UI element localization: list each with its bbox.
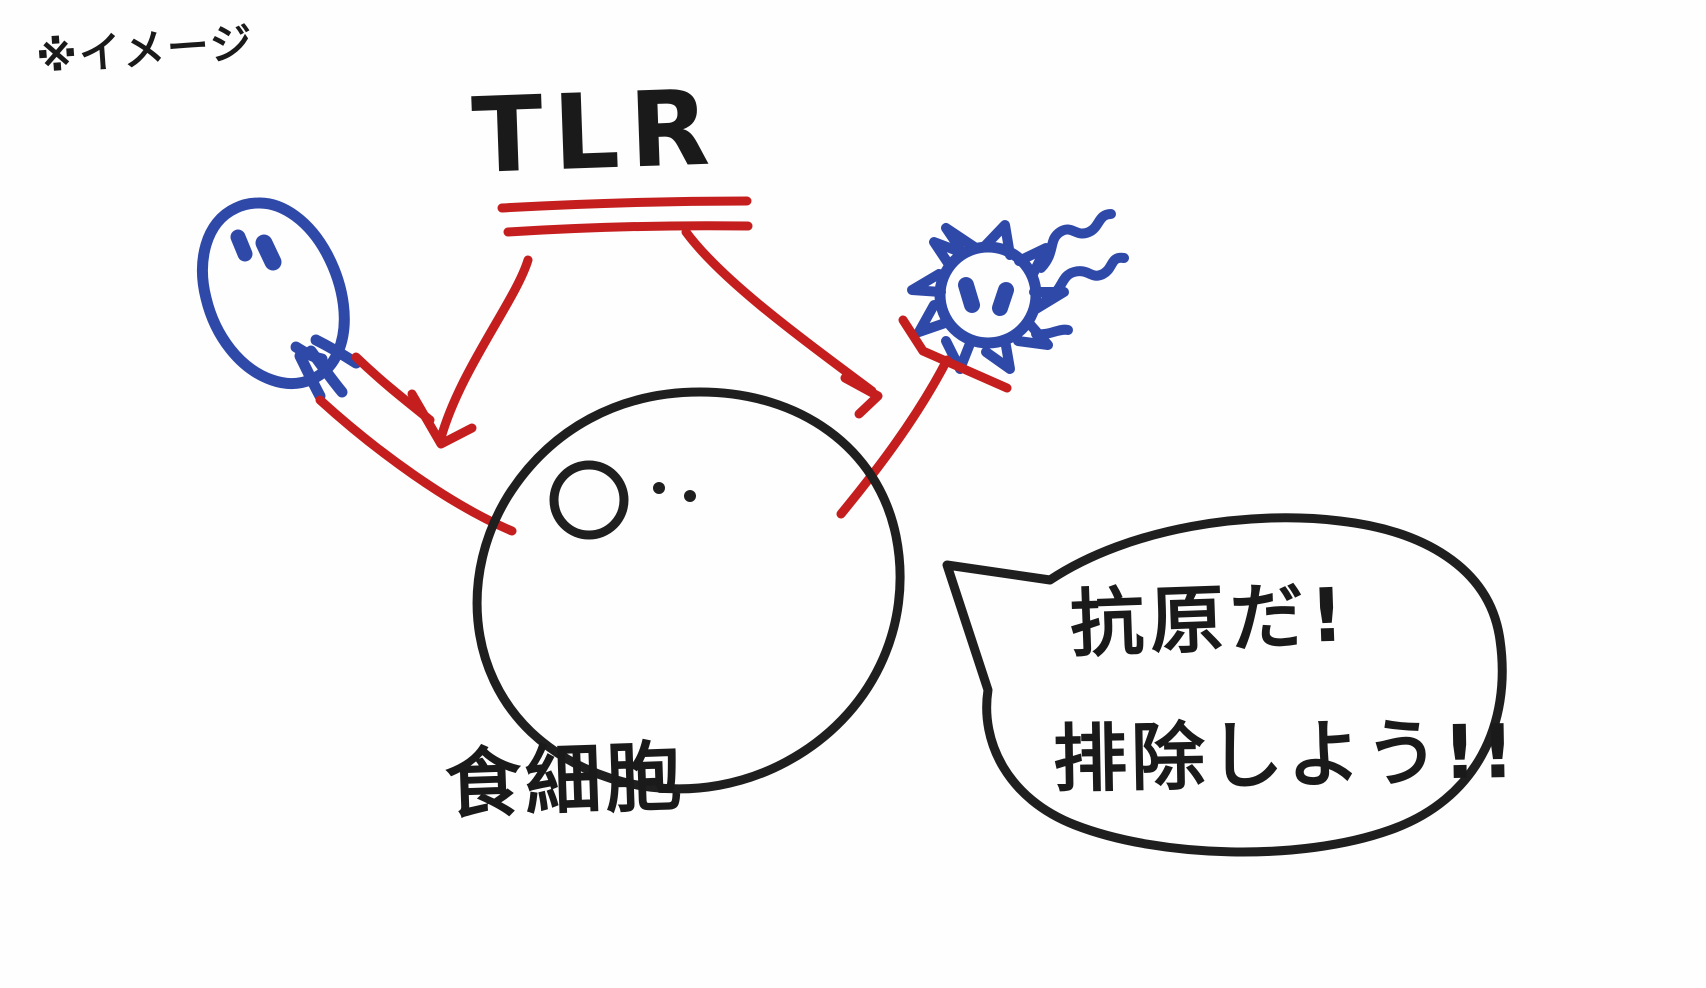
arrow-bacterium-to-cell xyxy=(315,352,517,536)
phagocyte-granule-1-icon xyxy=(653,482,665,494)
phagocyte-figure xyxy=(472,387,905,794)
speech-balloon-outline xyxy=(942,513,1507,857)
phagocyte-granule-2-icon xyxy=(684,490,696,502)
speech-balloon xyxy=(942,513,1507,857)
virus-figure xyxy=(907,209,1129,374)
bacterium-flagellum-3-icon xyxy=(294,350,326,402)
phagocyte-label: 食細胞 xyxy=(443,731,687,829)
arrow-virus-to-cell xyxy=(836,315,1012,519)
phagocyte-outline xyxy=(472,387,905,794)
tlr-label: TLR xyxy=(470,66,722,197)
virus-eye-right-icon xyxy=(992,282,1014,316)
bacterium-figure xyxy=(197,197,362,402)
arrowhead-tlr-right-icon xyxy=(840,373,883,419)
virus-tail-3-icon xyxy=(1031,324,1073,340)
arrow-tlr-to-cell-right xyxy=(681,227,883,419)
bacterium-flagellum-4-icon xyxy=(290,341,328,365)
speech-line-2: 排除しよう!! xyxy=(1052,708,1520,803)
phagocyte-nucleus-icon xyxy=(549,460,629,540)
tlr-underline-bottom xyxy=(503,221,753,237)
virus-tail-1-icon xyxy=(1036,209,1116,273)
virus-tail-2-icon xyxy=(1041,252,1129,305)
tlr-underline-top xyxy=(497,196,752,213)
bacterium-flagellum-1-icon xyxy=(310,334,362,369)
bacterium-eye-left-icon xyxy=(230,229,253,262)
speech-line-1: 抗原だ! xyxy=(1068,572,1352,668)
tlr-underline xyxy=(497,196,753,237)
bacterium-eye-right-icon xyxy=(255,234,282,271)
virus-eye-left-icon xyxy=(958,277,980,313)
